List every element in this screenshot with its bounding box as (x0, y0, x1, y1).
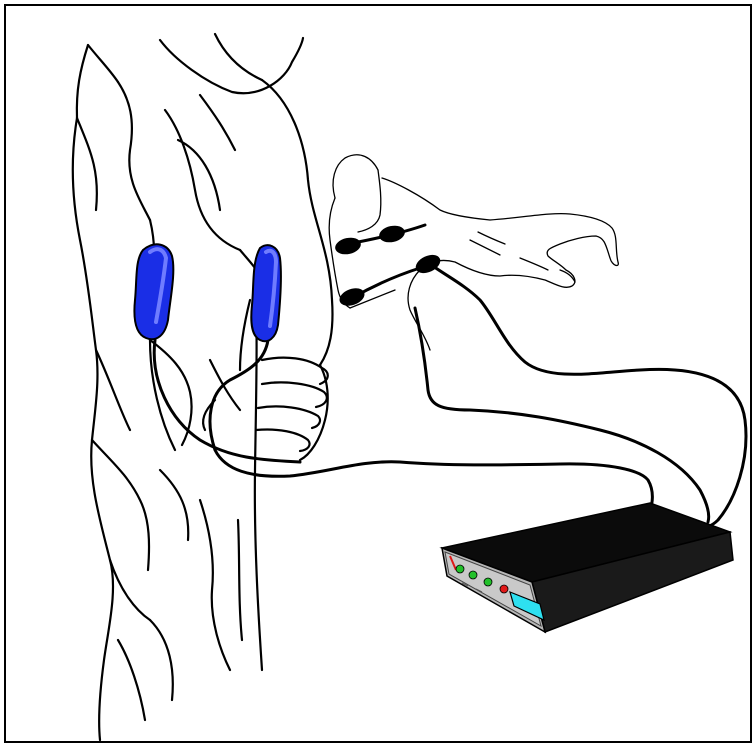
indicator-led-icon (469, 571, 477, 579)
small-electrodes (334, 223, 444, 308)
electrode-wires (154, 225, 746, 528)
large-electrode-right (251, 245, 281, 341)
small-electrode-2 (378, 223, 407, 244)
forearm-outline (329, 155, 618, 350)
small-electrode-1 (334, 235, 363, 256)
body-outline (73, 34, 333, 740)
indicator-led-icon (484, 578, 492, 586)
indicator-led-icon (500, 585, 508, 593)
indicator-led-icon (456, 565, 464, 573)
small-electrode-4 (337, 285, 367, 309)
large-electrode-left (134, 244, 173, 339)
stimulator-device (442, 503, 733, 632)
